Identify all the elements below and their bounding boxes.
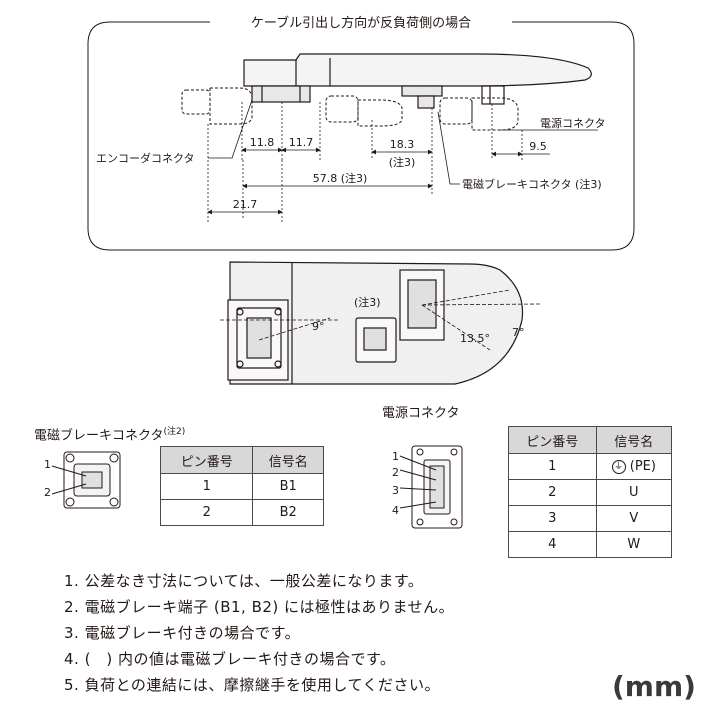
power-pin-table: ピン番号 信号名 1 ⏚ (PE) 2 U 3 V 4 W [508, 426, 673, 558]
front-view-note3: (注3) [354, 295, 381, 309]
table-row: 1 ⏚ (PE) [508, 453, 673, 480]
power-pin-label-2: 2 [392, 466, 399, 479]
power-pin-label-3: 3 [392, 484, 399, 497]
dim-18-3: 18.3 [390, 138, 415, 151]
brake-connector-drawing [51, 451, 121, 509]
table-row: 4 W [508, 531, 673, 558]
table-header-signal: 信号名 [595, 426, 673, 454]
table-header-row: ピン番号 信号名 [508, 426, 673, 454]
brake-connector-label: 電磁ブレーキコネクタ (注3) [462, 177, 602, 191]
table-header-signal: 信号名 [252, 446, 324, 474]
motor-side-outline [243, 53, 592, 109]
note-1: 1. 公差なき寸法については、一般公差になります。 [64, 572, 424, 590]
pe-label: (PE) [629, 459, 656, 474]
power-connector-label: 電源コネクタ [540, 116, 606, 130]
top-view-frame [87, 21, 635, 251]
table-row: 2 B2 [159, 499, 324, 526]
front-view [227, 261, 524, 385]
top-view [87, 21, 635, 251]
note-3: 3. 電磁ブレーキ付きの場合です。 [64, 624, 301, 642]
unit-label: (mm) [612, 670, 696, 703]
table-row: 3 V [508, 505, 673, 532]
brake-pin-label-1: 1 [44, 458, 51, 471]
power-pin-label-4: 4 [392, 504, 399, 517]
brake-connector-title: 電磁ブレーキコネクタ(注2) [34, 424, 185, 443]
dim-11-8: 11.8 [250, 136, 275, 149]
dim-57-8: 57.8 (注3) [313, 171, 368, 185]
table-cell: 1 [508, 453, 597, 480]
note-2: 2. 電磁ブレーキ端子 (B1, B2) には極性はありません。 [64, 598, 455, 616]
table-cell: 4 [508, 531, 597, 558]
table-cell: 1 [159, 473, 254, 500]
angle-13-5: 13.5° [460, 332, 490, 345]
top-view-title: ケーブル引出し方向が反負荷側の場合 [251, 15, 471, 31]
brake-connector-title-text: 電磁ブレーキコネクタ [34, 428, 164, 444]
table-cell: W [595, 531, 673, 558]
brake-pin-label-2: 2 [44, 486, 51, 499]
dimension-lines [207, 99, 598, 222]
angle-9: 9° [312, 320, 325, 333]
table-cell: B2 [252, 499, 324, 526]
power-connector-drawing [399, 445, 463, 529]
table-header-pin: ピン番号 [159, 446, 254, 474]
dim-21-7: 21.7 [233, 198, 258, 211]
dim-18-3-note: (注3) [389, 155, 416, 169]
table-header-row: ピン番号 信号名 [159, 446, 324, 474]
front-view-angle-lines [220, 289, 541, 351]
table-row: 2 U [508, 479, 673, 506]
table-cell: 2 [508, 479, 597, 506]
encoder-connector-label: エンコーダコネクタ [96, 151, 195, 165]
table-row: 1 B1 [159, 473, 324, 500]
table-cell: 2 [159, 499, 254, 526]
table-cell: V [595, 505, 673, 532]
note-5: 5. 負荷との連結には、摩擦継手を使用してください。 [64, 676, 441, 694]
table-cell: 3 [508, 505, 597, 532]
ground-icon: ⏚ [611, 459, 626, 474]
table-cell: ⏚ (PE) [595, 453, 673, 480]
table-header-pin: ピン番号 [508, 426, 597, 454]
brake-connector-title-note: (注2) [163, 427, 186, 437]
angle-7: 7° [512, 326, 525, 339]
dim-11-7: 11.7 [289, 136, 314, 149]
table-cell: B1 [252, 473, 324, 500]
power-pin-label-1: 1 [392, 450, 399, 463]
table-cell: U [595, 479, 673, 506]
brake-pin-table: ピン番号 信号名 1 B1 2 B2 [159, 446, 324, 526]
note-4: 4. ( ) 内の値は電磁ブレーキ付きの場合です。 [64, 650, 396, 668]
dim-9-5: 9.5 [529, 140, 547, 153]
cable-plugs-dashed [181, 87, 519, 131]
power-connector-title: 電源コネクタ [382, 406, 460, 421]
